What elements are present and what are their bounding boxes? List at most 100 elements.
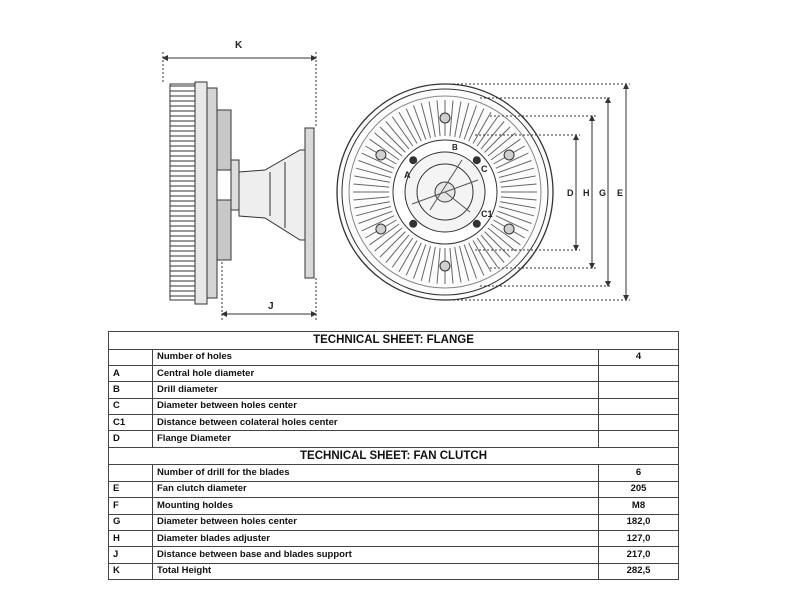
fin-line [500,196,537,201]
row-code: C [108,397,153,416]
front-view [336,83,630,301]
side-view-fins [169,83,196,301]
row-code: H [108,529,153,548]
fin-line [374,132,403,157]
fin-line [495,215,529,232]
row-label: Distance between colateral holes center [152,414,599,432]
dim-label-e: E [617,188,623,198]
flange-hole [409,219,418,228]
flange-header-row: TECHNICAL SHEET: FLANGE [107,331,680,350]
row-label: Number of holes [152,348,599,366]
fin-line [355,206,392,217]
row-value: 4 [597,348,680,366]
dim-label-h: H [583,188,590,198]
row-value [597,381,680,399]
fin-line [449,247,454,284]
fin-line [490,223,521,246]
fin-line [428,247,436,283]
row-label: Diameter between holes center [152,397,599,416]
flange-hole [472,219,481,228]
fin-line [374,227,403,252]
front-view-bolts [375,112,515,272]
fin-line [436,247,441,284]
row-value [597,414,680,432]
fin-line [379,231,406,258]
fin-line [500,183,537,188]
row-label: Drill diameter [152,381,599,399]
fin-line [468,242,485,276]
row-code: D [108,430,153,448]
clutch-header-row: TECHNICAL SHEET: FAN CLUTCH [107,446,680,466]
row-code: C1 [108,414,153,432]
row-label: Diameter between holes center [152,513,599,531]
inner-label-c: C [481,164,488,174]
fin-line [436,100,441,137]
fin-line [498,167,535,178]
fin-line [428,101,436,137]
row-label: Diameter blades adjuster [152,529,599,548]
bolt-hole [375,223,387,235]
fin-line [353,183,390,188]
row-code [108,348,153,366]
fin-line [500,175,536,183]
row-value: 282,5 [597,562,680,581]
fin-line [398,240,418,272]
bolt-hole [439,260,451,272]
fin-line [498,206,535,217]
fin-line [353,196,390,201]
fin-line [487,227,516,252]
row-code: J [108,546,153,564]
row-value: 205 [597,480,680,499]
fin-line [391,116,414,147]
row-value: M8 [597,497,680,515]
fin-line [354,175,390,183]
fin-line [354,201,390,209]
fin-line [484,126,511,153]
row-value [597,397,680,416]
row-label: Flange Diameter [152,430,599,448]
dim-label-k: K [235,40,243,51]
fin-line [385,121,410,150]
inner-label-c1: C1 [481,209,493,219]
fin-line [369,138,400,161]
dim-label-d: D [567,188,574,198]
row-value [597,430,680,448]
fin-line [361,215,395,232]
fin-line [358,160,393,174]
clutch-sheet-title: TECHNICAL SHEET: FAN CLUTCH [107,446,680,466]
fin-line [358,210,393,224]
row-value: 6 [597,464,680,482]
fin-line [391,237,414,268]
bolt-hole [439,112,451,124]
fin-line [355,167,392,178]
row-value: 182,0 [597,513,680,531]
bolt-hole [375,149,387,161]
fin-line [454,101,462,137]
row-value: 217,0 [597,546,680,564]
row-code: G [108,513,153,531]
row-label: Mounting holdes [152,497,599,515]
row-code: E [108,480,153,499]
fin-line [472,112,492,144]
fin-line [472,240,492,272]
fin-line [480,234,505,263]
row-label: Number of drill for the blades [152,464,599,482]
side-view [162,52,317,320]
inner-label-b: B [452,143,458,152]
fin-line [398,112,418,144]
flange-sheet-title: TECHNICAL SHEET: FLANGE [107,331,680,350]
fin-line [487,132,516,157]
row-label: Distance between base and blades support [152,546,599,564]
row-code: A [108,364,153,383]
bolt-hole [503,223,515,235]
technical-drawing: K J A B C C1 D H G E [162,40,630,320]
row-label: Fan clutch diameter [152,480,599,499]
row-code: B [108,381,153,399]
fin-line [413,105,427,140]
